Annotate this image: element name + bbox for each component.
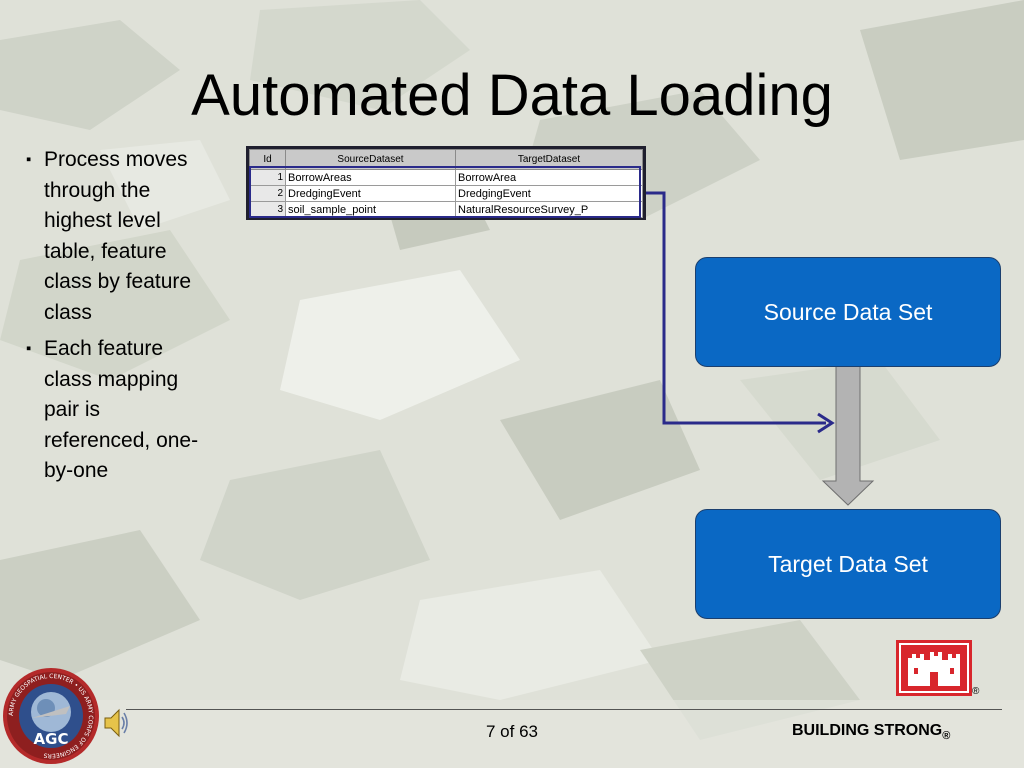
mapping-table: Id SourceDataset TargetDataset 1 BorrowA…	[249, 149, 643, 218]
bullet-list: ▪ Process moves through the highest leve…	[26, 145, 206, 493]
brand-text: BUILDING STRONG	[792, 722, 943, 739]
mapping-table-image: Id SourceDataset TargetDataset 1 BorrowA…	[246, 146, 646, 220]
cell-target: NaturalResourceSurvey_P	[455, 201, 643, 218]
cell-source: soil_sample_point	[285, 201, 456, 218]
column-header-id: Id	[249, 149, 286, 170]
column-header-source: SourceDataset	[285, 149, 456, 170]
bullet-item: ▪ Each feature class mapping pair is ref…	[26, 334, 206, 487]
bullet-text: Process moves through the highest level …	[44, 148, 192, 324]
bullet-square-icon: ▪	[26, 340, 32, 357]
cell-target: DredgingEvent	[455, 185, 643, 202]
table-row: 1 BorrowAreas BorrowArea	[249, 169, 643, 186]
brand-registered-mark: ®	[942, 730, 951, 743]
source-data-set-box: Source Data Set	[695, 257, 1001, 367]
agc-seal-icon: ARMY GEOSPATIAL CENTER • US ARMY CORPS O…	[3, 668, 99, 764]
cell-id: 2	[249, 185, 286, 202]
cell-source: DredgingEvent	[285, 185, 456, 202]
page-number: 7 of 63	[486, 722, 538, 741]
cell-target: BorrowArea	[455, 169, 643, 186]
cell-id: 3	[249, 201, 286, 218]
bullet-text: Each feature class mapping pair is refer…	[44, 337, 199, 482]
column-header-target: TargetDataset	[455, 149, 643, 170]
speaker-icon[interactable]	[103, 706, 129, 740]
table-header-row: Id SourceDataset TargetDataset	[249, 149, 643, 170]
castle-registered-mark: ®	[972, 686, 980, 697]
corps-castle-icon	[896, 640, 972, 696]
target-data-set-box: Target Data Set	[695, 509, 1001, 619]
bullet-item: ▪ Process moves through the highest leve…	[26, 145, 206, 328]
seal-agc-text: AGC	[34, 730, 69, 748]
cell-id: 1	[249, 169, 286, 186]
slide-title: Automated Data Loading	[191, 63, 833, 128]
building-strong-brand: BUILDING STRONG®	[792, 722, 950, 742]
table-row: 3 soil_sample_point NaturalResourceSurve…	[249, 201, 643, 218]
cell-source: BorrowAreas	[285, 169, 456, 186]
table-row: 2 DredgingEvent DredgingEvent	[249, 185, 643, 202]
bullet-square-icon: ▪	[26, 151, 32, 168]
footer-divider	[126, 709, 1002, 710]
